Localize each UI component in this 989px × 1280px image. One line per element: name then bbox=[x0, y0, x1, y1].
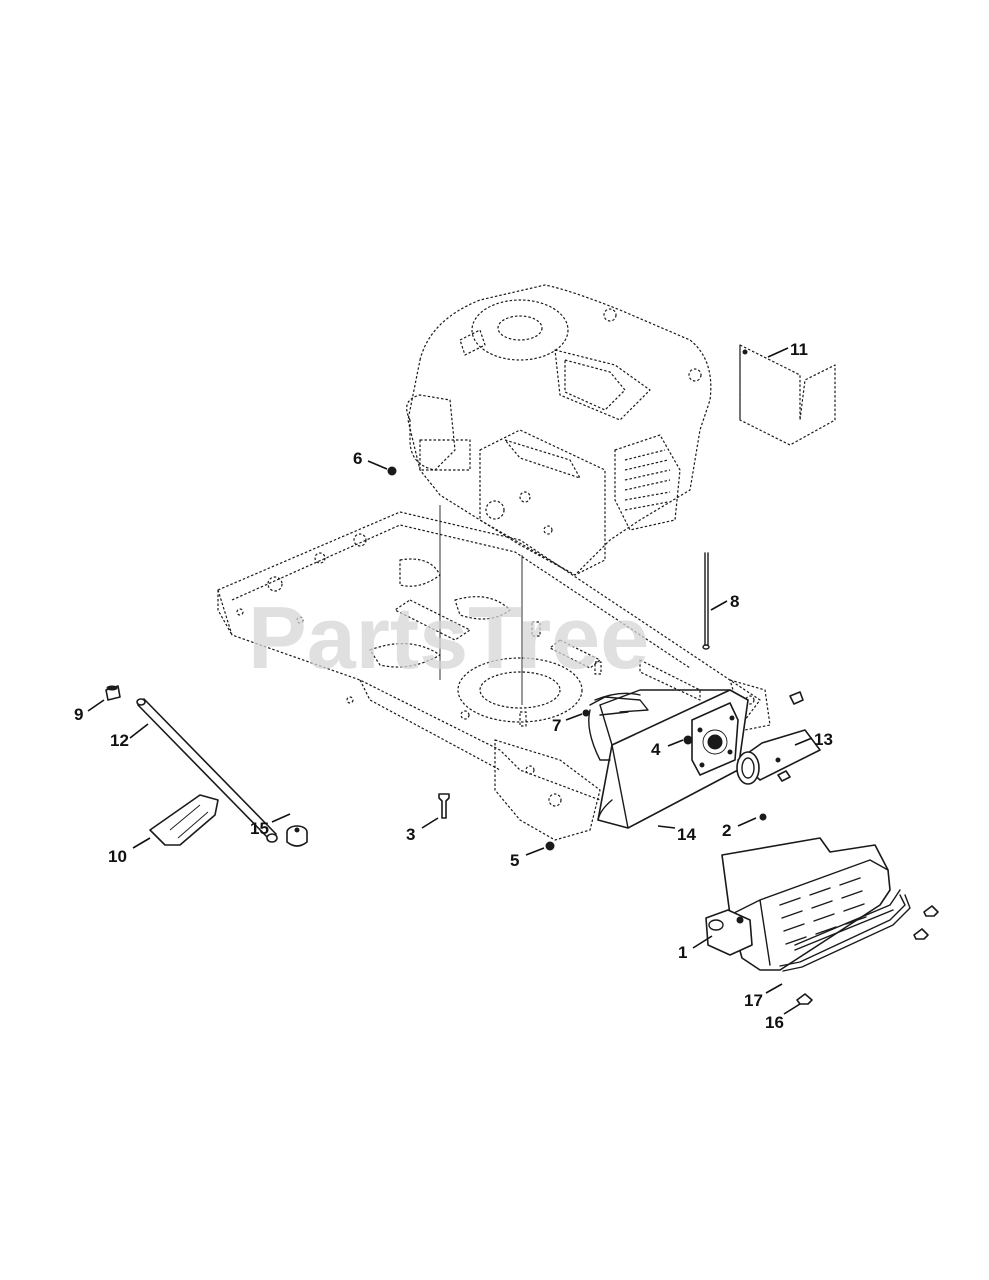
callout-label: 15 bbox=[250, 819, 269, 838]
screw-13-nut bbox=[777, 770, 791, 782]
callout-12[interactable]: 12 bbox=[110, 723, 149, 750]
rod-8 bbox=[702, 552, 710, 650]
callout-2[interactable]: 2 bbox=[722, 817, 757, 840]
callout-label: 13 bbox=[814, 730, 833, 749]
callout-label: 3 bbox=[406, 825, 415, 844]
screw-right-lower bbox=[913, 928, 929, 940]
callout-label: 6 bbox=[353, 449, 362, 468]
callout-7[interactable]: 7 bbox=[552, 713, 583, 735]
callout-11[interactable]: 11 bbox=[767, 340, 808, 359]
nut-4 bbox=[683, 735, 693, 745]
cap-9 bbox=[105, 685, 121, 701]
support-rod-17 bbox=[779, 889, 911, 972]
nut-5 bbox=[545, 841, 555, 851]
bumper-15 bbox=[286, 825, 308, 847]
nut-2 bbox=[759, 813, 767, 821]
clip-10 bbox=[149, 794, 219, 846]
muffler-guard-1 bbox=[705, 837, 891, 971]
callout-1[interactable]: 1 bbox=[678, 935, 713, 962]
callout-6[interactable]: 6 bbox=[353, 449, 388, 470]
nut-6 bbox=[387, 466, 397, 476]
callout-15[interactable]: 15 bbox=[250, 813, 291, 838]
heat-shield-11 bbox=[739, 344, 836, 446]
callout-label: 11 bbox=[790, 340, 808, 359]
callout-label: 7 bbox=[552, 716, 561, 735]
callout-9[interactable]: 9 bbox=[74, 699, 105, 724]
bracket-7 bbox=[589, 696, 649, 716]
screw-right-upper bbox=[923, 905, 939, 917]
callout-5[interactable]: 5 bbox=[510, 847, 545, 870]
callout-8[interactable]: 8 bbox=[710, 592, 739, 611]
callout-label: 16 bbox=[765, 1013, 784, 1032]
callout-label: 2 bbox=[722, 821, 731, 840]
engine bbox=[406, 284, 712, 705]
callout-label: 1 bbox=[678, 943, 687, 962]
callout-17[interactable]: 17 bbox=[744, 983, 783, 1010]
callout-label: 4 bbox=[651, 740, 661, 759]
callout-14[interactable]: 14 bbox=[657, 825, 696, 844]
nut-7 bbox=[582, 709, 590, 717]
callout-4[interactable]: 4 bbox=[651, 739, 684, 759]
callout-3[interactable]: 3 bbox=[406, 817, 439, 844]
callout-label: 8 bbox=[730, 592, 739, 611]
muffler-14 bbox=[588, 689, 749, 829]
callout-label: 17 bbox=[744, 991, 763, 1010]
callout-10[interactable]: 10 bbox=[108, 837, 151, 866]
screw-3 bbox=[438, 793, 450, 819]
tube-12 bbox=[136, 698, 278, 843]
callout-label: 12 bbox=[110, 731, 129, 750]
watermark: PartsTree bbox=[248, 588, 649, 687]
screw-frame-right bbox=[789, 691, 804, 705]
callout-label: 10 bbox=[108, 847, 127, 866]
callout-label: 5 bbox=[510, 851, 519, 870]
callout-13[interactable]: 13 bbox=[794, 730, 833, 749]
callout-label: 14 bbox=[677, 825, 696, 844]
screw-16 bbox=[796, 993, 813, 1005]
callout-label: 9 bbox=[74, 705, 83, 724]
callout-16[interactable]: 16 bbox=[765, 1003, 801, 1032]
